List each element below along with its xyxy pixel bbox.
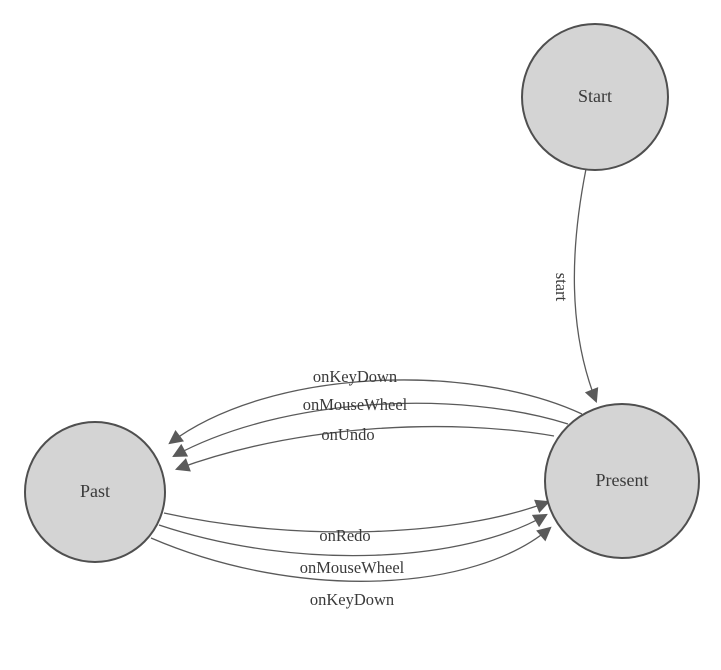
edge-present-to-past-onkeydown bbox=[168, 379, 583, 445]
edge-label-start: start bbox=[552, 273, 571, 302]
state-label-past: Past bbox=[80, 481, 110, 501]
state-circle-past[interactable] bbox=[24, 421, 166, 563]
state-circle-start[interactable] bbox=[521, 23, 669, 171]
state-node-start[interactable]: Start bbox=[521, 23, 669, 171]
edge-label-onkeydown-bottom: onKeyDown bbox=[310, 590, 394, 609]
edge-past-to-present-onmousewheel bbox=[158, 513, 548, 557]
state-node-past[interactable]: Past bbox=[24, 421, 166, 563]
edge-past-to-present-onredo bbox=[163, 499, 551, 533]
edge-past-to-present-onkeydown bbox=[150, 526, 552, 582]
edge-label-onundo: onUndo bbox=[321, 425, 374, 444]
edge-label-onmousewheel-top: onMouseWheel bbox=[303, 395, 408, 414]
edge-label-onredo: onRedo bbox=[319, 526, 370, 545]
edge-present-to-past-onmousewheel bbox=[172, 402, 569, 458]
state-circle-present[interactable] bbox=[544, 403, 700, 559]
state-node-present[interactable]: Present bbox=[544, 403, 700, 559]
edge-label-onmousewheel-bottom: onMouseWheel bbox=[300, 558, 405, 577]
state-label-present: Present bbox=[596, 470, 649, 490]
edge-start-to-present bbox=[573, 168, 599, 403]
edge-label-onkeydown-top: onKeyDown bbox=[313, 367, 397, 386]
edge-present-to-past-onundo bbox=[174, 425, 555, 472]
state-label-start: Start bbox=[578, 86, 612, 106]
